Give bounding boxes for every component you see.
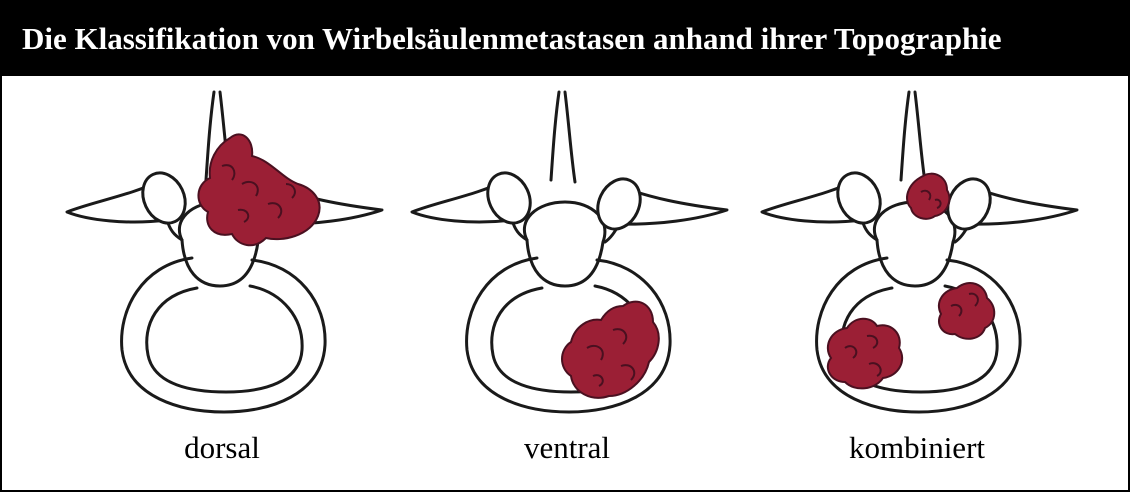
caption-ventral: ventral [387, 430, 747, 466]
panel-kombiniert: kombiniert [737, 80, 1097, 490]
metastasis-kombiniert-ventral-right [939, 283, 994, 339]
vertebra-illustration-ventral [387, 80, 747, 420]
metastasis-ventral [562, 302, 659, 398]
caption-kombiniert: kombiniert [737, 430, 1097, 466]
panel-ventral: ventral [387, 80, 747, 490]
panel-dorsal: dorsal [42, 80, 402, 490]
vertebra-illustration-kombiniert [737, 80, 1097, 420]
metastasis-kombiniert-dorsal [907, 174, 949, 219]
vertebra-illustration-dorsal [42, 80, 402, 420]
figure-title: Die Klassifikation von Wirbelsäulenmetas… [2, 2, 1128, 76]
metastasis-dorsal [198, 134, 319, 245]
metastasis-kombiniert-ventral-left [828, 319, 902, 389]
caption-dorsal: dorsal [42, 430, 402, 466]
